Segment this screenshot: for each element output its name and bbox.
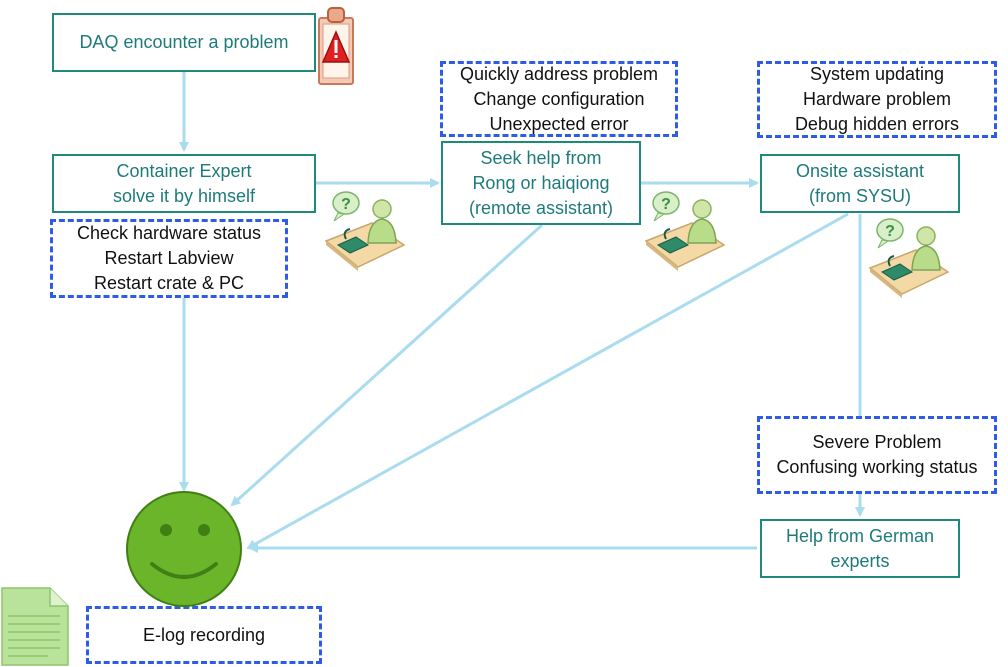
elog-note: E-log recording xyxy=(86,606,322,664)
onsite-assistant-box: Onsite assistant (from SYSU) xyxy=(760,154,960,213)
onsite-reasons-line-3: Debug hidden errors xyxy=(794,114,960,134)
remote-reasons-line-3: Unexpected error xyxy=(489,113,629,134)
remote-reasons-line-1: Quickly address problem xyxy=(459,63,659,84)
elog-label: E-log recording xyxy=(142,624,266,645)
arrow-onsite-to-smiley xyxy=(246,212,849,550)
remote-reasons-note: Quickly address problem Change configura… xyxy=(440,61,678,137)
document-icon xyxy=(1,587,69,666)
severe-reasons-line-2: Confusing working status xyxy=(776,457,978,477)
remote-help-line-3: (remote assistant) xyxy=(468,197,614,218)
self-actions-note: Check hardware status Restart Labview Re… xyxy=(50,219,288,298)
help-desk-person-icon: ? xyxy=(324,191,406,271)
onsite-assistant-line-1: Onsite assistant xyxy=(795,160,925,181)
svg-text:?: ? xyxy=(885,223,895,240)
severe-reasons-note: Severe Problem Confusing working status xyxy=(757,416,997,494)
onsite-reasons-line-2: Hardware problem xyxy=(802,89,952,109)
german-experts-box: Help from German experts xyxy=(760,519,960,578)
container-expert-line-1: Container Expert xyxy=(116,160,252,181)
onsite-reasons-line-1: System updating xyxy=(809,64,945,84)
severe-reasons-line-1: Severe Problem xyxy=(812,432,942,452)
onsite-assistant-line-2: (from SYSU) xyxy=(808,185,911,206)
arrow-remote-to-smiley xyxy=(230,223,544,507)
german-experts-line-1: Help from German xyxy=(785,525,935,546)
onsite-reasons-note: System updating Hardware problem Debug h… xyxy=(757,61,997,138)
self-actions-line-1: Check hardware status xyxy=(76,223,262,243)
help-desk-person-icon: ? xyxy=(644,191,726,271)
smiley-face-icon xyxy=(126,491,242,607)
help-desk-person-icon: ? xyxy=(868,218,950,298)
alert-clipboard-icon xyxy=(318,7,354,85)
remote-help-box: Seek help from Rong or haiqiong (remote … xyxy=(441,141,641,225)
container-expert-line-2: solve it by himself xyxy=(112,185,256,206)
svg-text:?: ? xyxy=(661,196,671,213)
self-actions-line-2: Restart Labview xyxy=(104,248,234,268)
svg-text:?: ? xyxy=(341,196,351,213)
daq-problem-box: DAQ encounter a problem xyxy=(52,13,316,72)
container-expert-box: Container Expert solve it by himself xyxy=(52,154,316,213)
self-actions-line-3: Restart crate & PC xyxy=(93,273,245,293)
remote-help-line-1: Seek help from xyxy=(480,147,602,168)
german-experts-line-2: experts xyxy=(830,550,890,571)
remote-help-line-2: Rong or haiqiong xyxy=(472,172,610,193)
daq-problem-label: DAQ encounter a problem xyxy=(79,32,289,52)
remote-reasons-line-2: Change configuration xyxy=(473,88,645,109)
